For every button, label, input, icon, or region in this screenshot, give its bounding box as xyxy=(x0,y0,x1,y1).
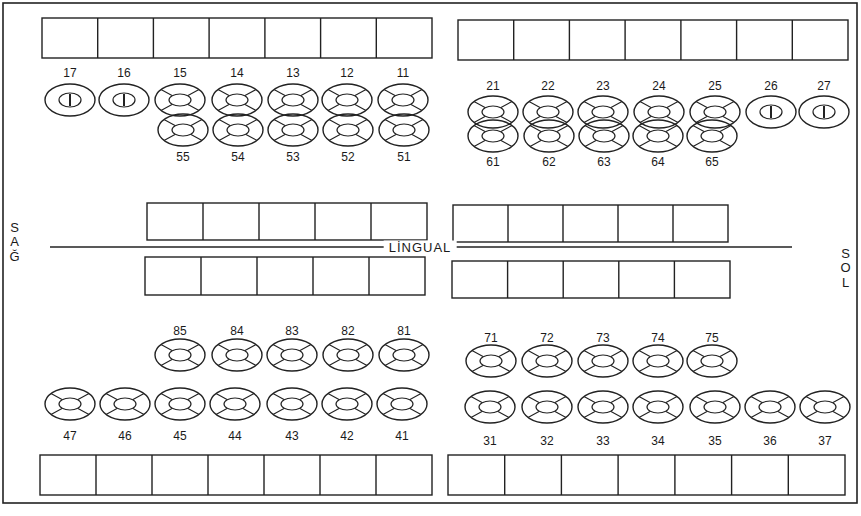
tooth-number: 36 xyxy=(763,435,776,447)
tooth-symbols xyxy=(45,84,850,423)
tooth-number: 62 xyxy=(542,156,555,168)
tooth-number: 32 xyxy=(540,435,553,447)
tooth-number: 23 xyxy=(596,80,609,92)
tooth-number: 82 xyxy=(341,325,354,337)
tooth-number: 64 xyxy=(651,156,664,168)
tooth-number: 16 xyxy=(117,67,130,79)
tooth-number: 37 xyxy=(818,435,831,447)
tooth-number: 24 xyxy=(652,80,665,92)
tooth-number: 34 xyxy=(651,435,664,447)
tooth-number: 47 xyxy=(63,430,76,442)
tooth-number: 75 xyxy=(705,332,718,344)
tooth-number: 41 xyxy=(395,430,408,442)
tooth-number: 54 xyxy=(231,151,244,163)
tooth-number: 44 xyxy=(228,430,241,442)
tooth-number: 85 xyxy=(173,325,186,337)
frame xyxy=(3,3,857,503)
tooth-number: 33 xyxy=(596,435,609,447)
tooth-number: 43 xyxy=(285,430,298,442)
lingual-label: LİNGUAL xyxy=(384,241,457,254)
tooth-number: 35 xyxy=(708,435,721,447)
tooth-number: 65 xyxy=(705,156,718,168)
tooth-number: 13 xyxy=(286,67,299,79)
tooth-number: 45 xyxy=(173,430,186,442)
tooth-number: 25 xyxy=(708,80,721,92)
tooth-number: 15 xyxy=(173,67,186,79)
tooth-number: 52 xyxy=(341,151,354,163)
tooth-number: 46 xyxy=(118,430,131,442)
tooth-number: 21 xyxy=(486,80,499,92)
tooth-number: 22 xyxy=(541,80,554,92)
tooth-number: 61 xyxy=(486,156,499,168)
tooth-number: 14 xyxy=(230,67,243,79)
tooth-number: 63 xyxy=(597,156,610,168)
tooth-number: 31 xyxy=(483,435,496,447)
side-label: SOL xyxy=(839,247,852,290)
tooth-number: 27 xyxy=(817,80,830,92)
tooth-number: 71 xyxy=(484,332,497,344)
tooth-number: 83 xyxy=(285,325,298,337)
tooth-number: 81 xyxy=(397,325,410,337)
tooth-number: 84 xyxy=(230,325,243,337)
tooth-number: 26 xyxy=(764,80,777,92)
tooth-number: 51 xyxy=(397,151,410,163)
tooth-number: 73 xyxy=(596,332,609,344)
record-boxes xyxy=(40,18,848,495)
tooth-number: 12 xyxy=(340,67,353,79)
tooth-number: 17 xyxy=(63,67,76,79)
tooth-number: 53 xyxy=(286,151,299,163)
side-label: SAĞ xyxy=(8,221,21,264)
tooth-number: 74 xyxy=(651,332,664,344)
tooth-number: 42 xyxy=(340,430,353,442)
tooth-number: 11 xyxy=(397,67,409,79)
tooth-number: 72 xyxy=(540,332,553,344)
tooth-number: 55 xyxy=(176,151,189,163)
